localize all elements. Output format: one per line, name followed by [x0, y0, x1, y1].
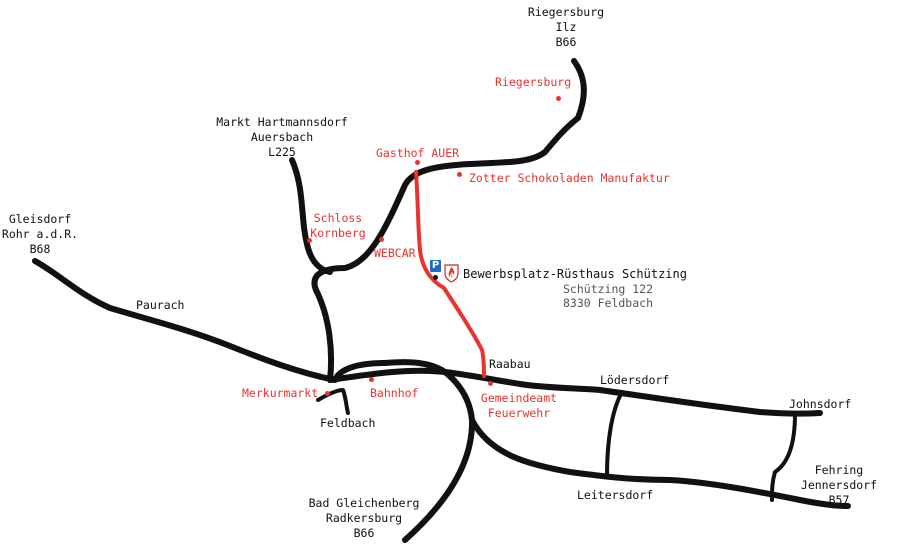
road-hartmannsdorf — [289, 157, 333, 275]
poi-merkurmarkt: Merkurmarkt — [242, 386, 319, 400]
poi-bahnhof-marker — [369, 377, 374, 382]
road-feldbach-riegersburg — [311, 58, 587, 383]
road-feldbach-raabau — [327, 367, 603, 393]
road-gleisdorf-feldbach — [32, 258, 338, 383]
place-johnsdorf: Johnsdorf — [789, 397, 852, 411]
poi-zotter-marker — [457, 172, 462, 177]
poi-riegersburg-marker — [556, 96, 561, 101]
road-raabau-leitersdorf — [469, 417, 851, 509]
poi-zotter: Zotter Schokoladen Manufaktur — [469, 171, 670, 185]
poi-merkurmarkt-marker — [325, 391, 330, 396]
target-city: 8330 Feldbach — [563, 296, 654, 310]
poi-schloss-kornberg-marker — [307, 238, 312, 243]
poi-gemeindeamt-marker — [488, 381, 493, 386]
place-paurach: Paurach — [136, 298, 185, 312]
place-leitersdorf: Leitersdorf — [577, 488, 654, 502]
target-marker — [433, 275, 438, 280]
target-street: Schützing 122 — [563, 282, 654, 296]
road-loop-bahnhof — [332, 359, 476, 543]
poi-gasthof-auer: Gasthof AUER — [376, 146, 460, 160]
poi-webcar: WEBCAR — [374, 246, 416, 260]
road-loedersdorf-leitersdorf — [605, 390, 624, 478]
place-loedersdorf: Lödersdorf — [600, 373, 670, 387]
road-johnsdorf-fehring — [770, 412, 797, 502]
route-to-bewerbsplatz — [414, 170, 486, 378]
place-raabau: Raabau — [489, 357, 531, 371]
fire-brigade-emblem-icon — [444, 264, 459, 283]
poi-riegersburg: Riegersburg — [495, 75, 572, 89]
place-feldbach: Feldbach — [320, 416, 376, 430]
road-merkurmarkt-spur — [316, 388, 350, 415]
road-loedersdorf-johnsdorf — [597, 387, 823, 417]
target-name: Bewerbsplatz-Rüsthaus Schützing — [463, 267, 687, 281]
poi-webcar-marker — [379, 237, 384, 242]
parking-icon: P — [430, 260, 441, 272]
poi-bahnhof: Bahnhof — [370, 386, 419, 400]
poi-gasthof-auer-marker — [415, 160, 420, 165]
